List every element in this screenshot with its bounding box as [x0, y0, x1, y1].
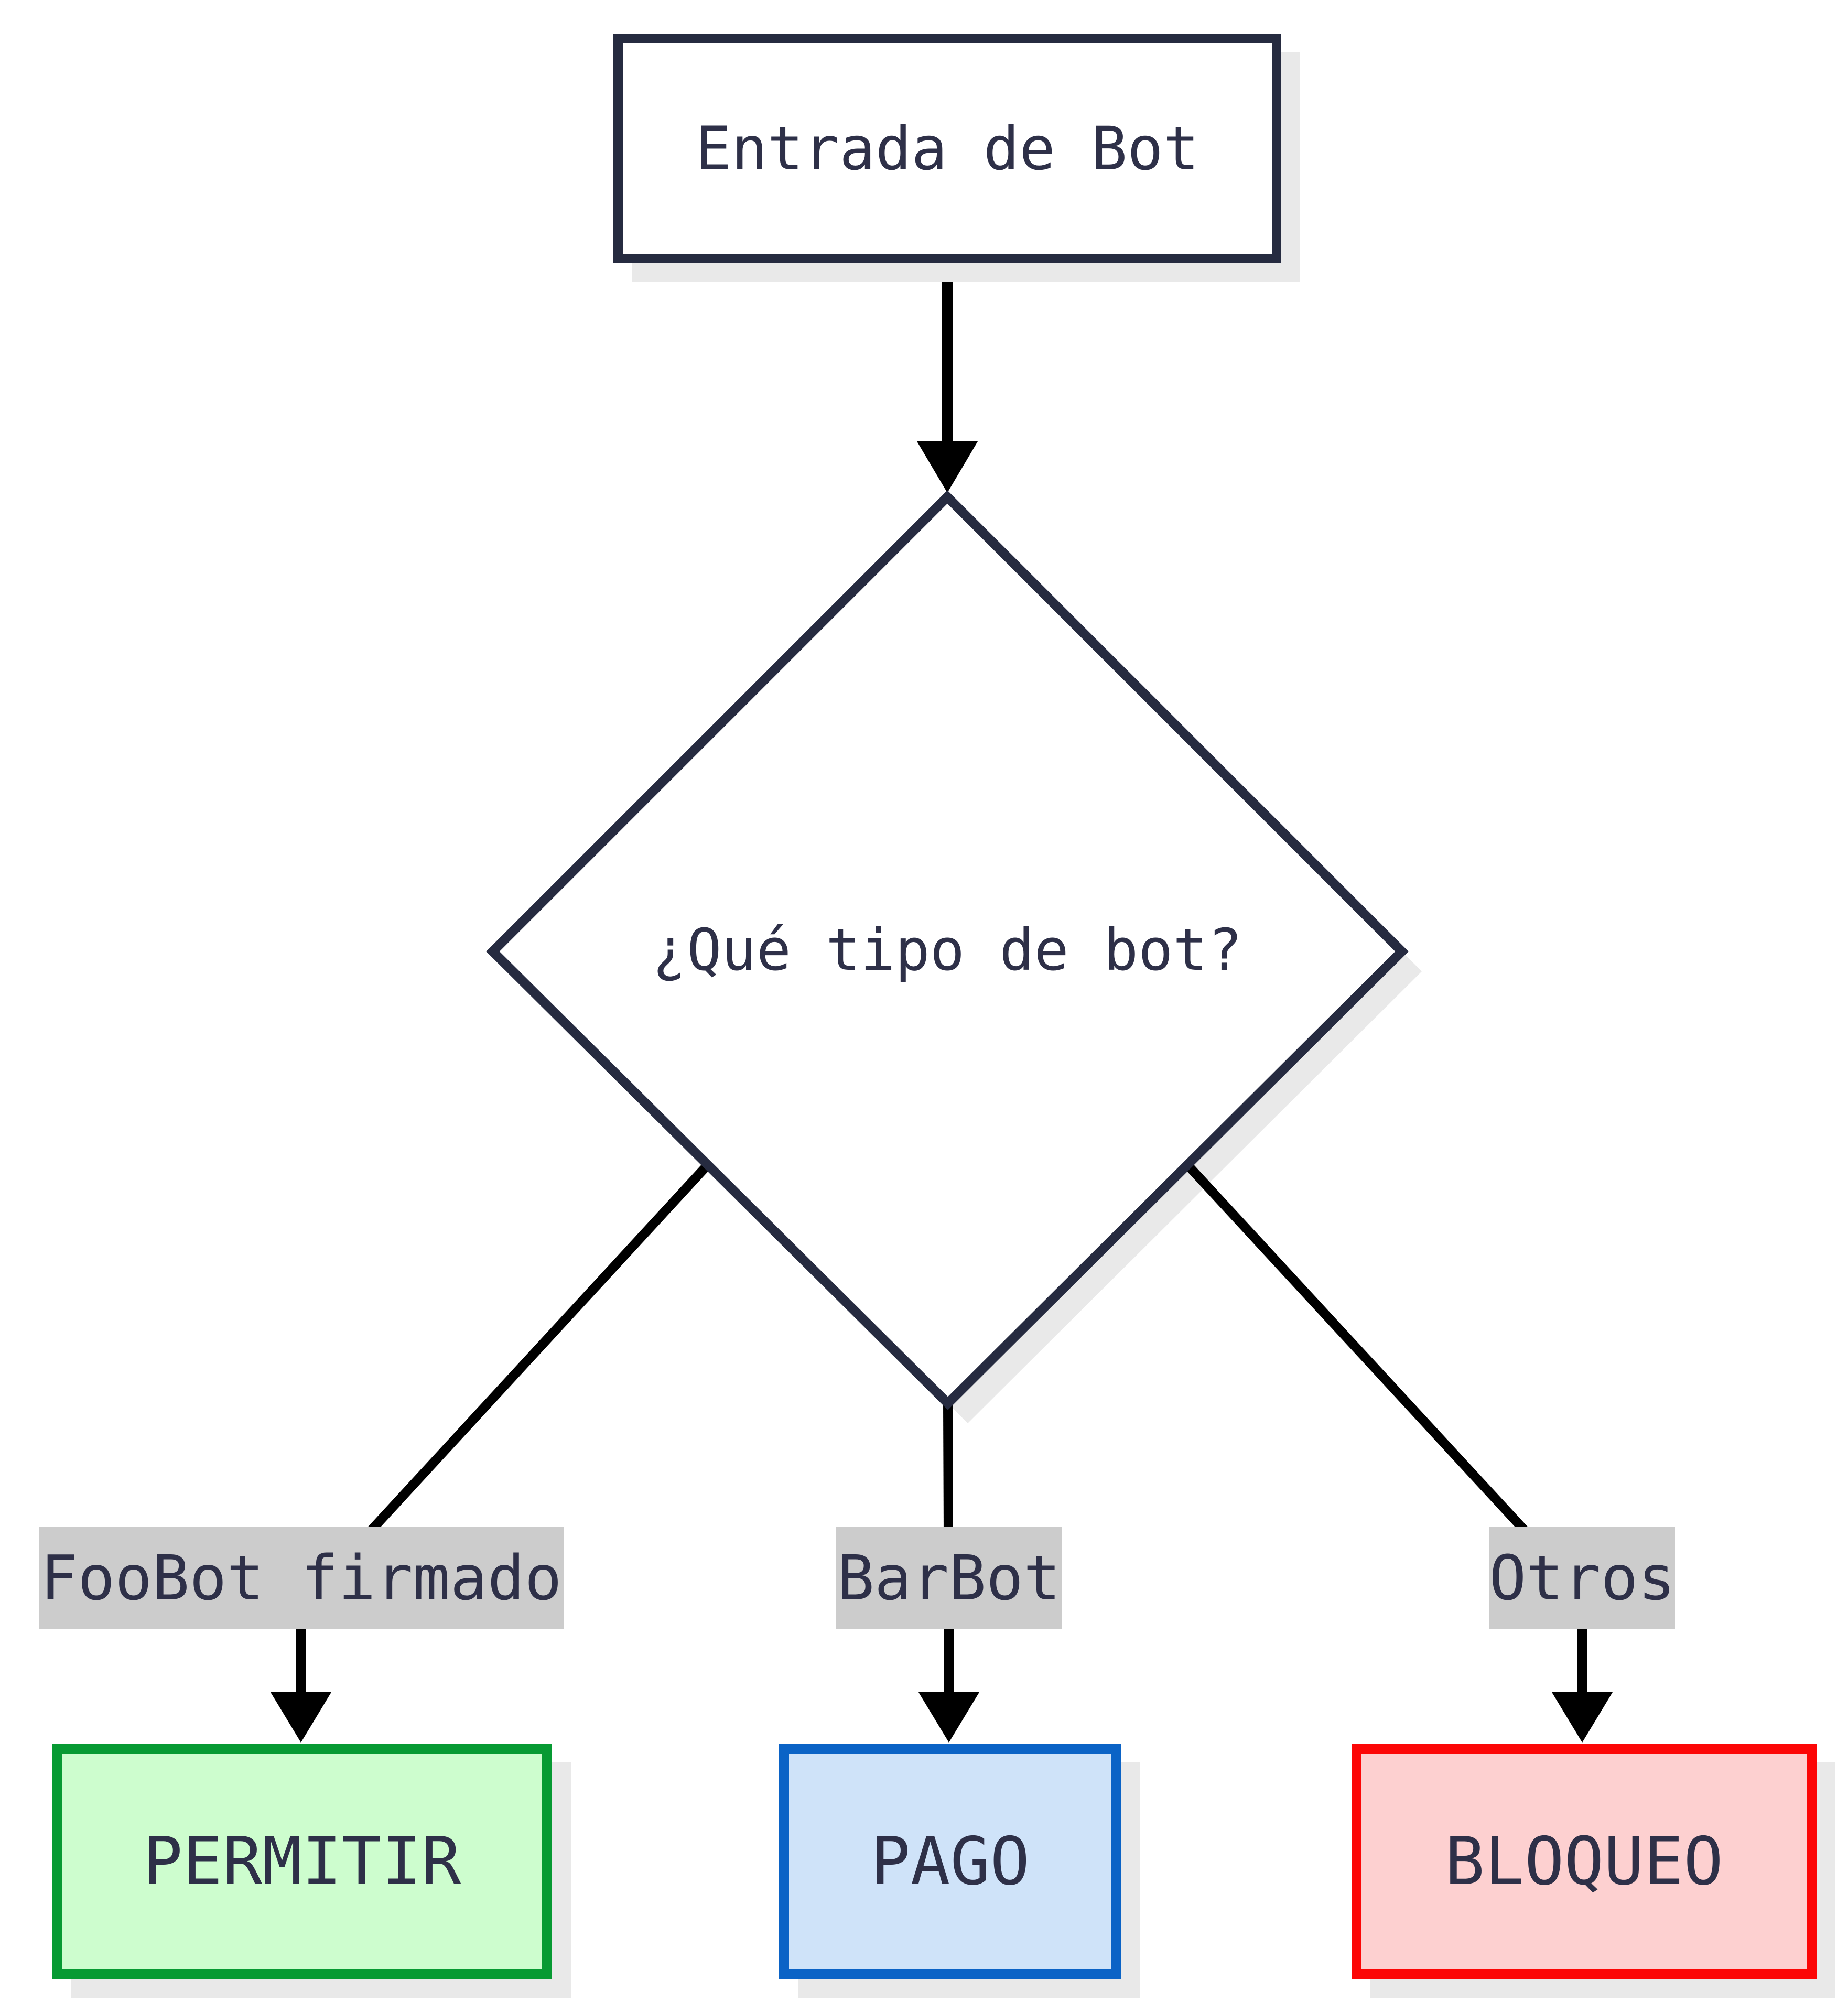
arrowhead-foobot-to-permitir — [271, 1692, 331, 1743]
decision-node-label: ¿Qué tipo de bot? — [652, 916, 1242, 983]
decision-node-diamond — [486, 490, 1409, 1410]
outcome-node-permitir: PERMITIR — [52, 1744, 552, 1979]
branch-label-barbot: BarBot — [836, 1527, 1062, 1629]
outcome-pago-label: PAGO — [870, 1823, 1030, 1900]
arrowhead-barbot-to-pago — [918, 1692, 979, 1743]
branch-label-foobot-firmado: FooBot firmado — [39, 1527, 564, 1629]
start-node-label: Entrada de Bot — [695, 113, 1199, 183]
edge-decision-to-foobot — [362, 1161, 711, 1540]
arrowhead-start-to-decision — [917, 441, 978, 493]
outcome-permitir-label: PERMITIR — [143, 1823, 461, 1900]
arrowhead-otros-to-bloqueo — [1552, 1692, 1613, 1743]
outcome-node-bloqueo: BLOQUEO — [1352, 1744, 1817, 1979]
outcome-node-pago: PAGO — [779, 1744, 1121, 1979]
start-node: Entrada de Bot — [613, 34, 1281, 263]
edge-decision-to-otros — [1184, 1161, 1533, 1540]
outcome-bloqueo-label: BLOQUEO — [1444, 1823, 1723, 1900]
branch-label-otros: Otros — [1489, 1527, 1676, 1629]
